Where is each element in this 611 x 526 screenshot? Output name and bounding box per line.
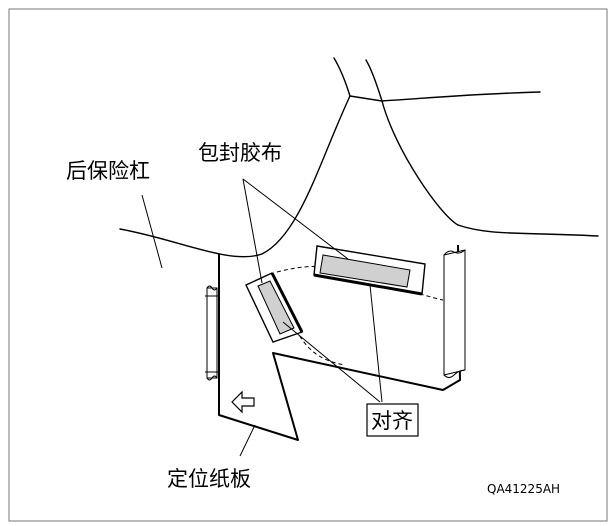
align-leaders [282, 284, 383, 403]
seal-tape-leaders [242, 178, 349, 284]
board-arrow-icon [231, 390, 255, 414]
seal-tape-label: 包封胶布 [198, 141, 282, 165]
board-strip-right [443, 249, 466, 378]
seal-tape-lower [245, 272, 304, 343]
positioning-board-outline [218, 244, 461, 441]
rear-bumper-outline [119, 57, 599, 258]
align-label-box [366, 403, 419, 437]
rear-bumper-leader [141, 194, 163, 269]
positioning-board-label: 定位纸板 [167, 467, 251, 491]
align-label: 对齐 [371, 409, 413, 433]
figure-code: QA41225AH [487, 482, 560, 496]
diagram-frame [8, 8, 608, 522]
seal-tape-upper [313, 245, 426, 296]
rear-bumper-label: 后保险杠 [66, 159, 150, 183]
positioning-board-leader [239, 424, 256, 457]
board-strip-left [205, 285, 219, 381]
